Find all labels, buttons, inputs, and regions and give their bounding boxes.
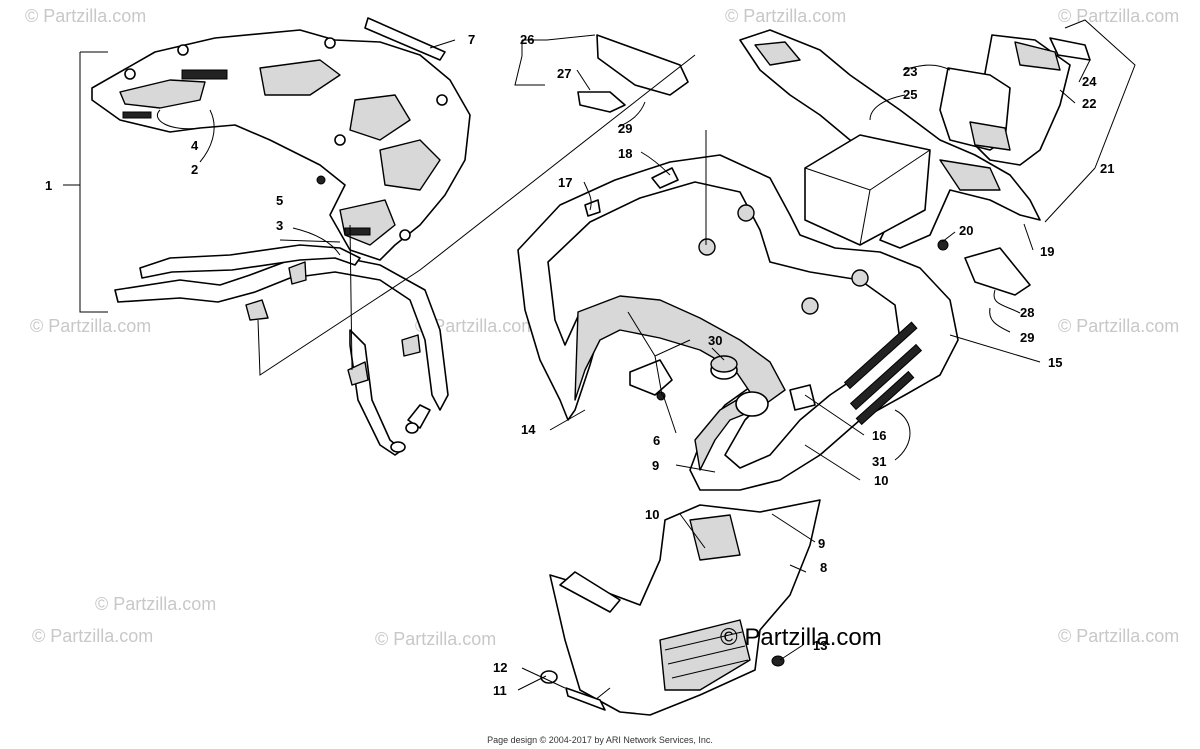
- watermark: © Partzilla.com: [95, 594, 216, 614]
- callout-28: 28: [1020, 305, 1034, 320]
- rack-strip[interactable]: [364, 17, 446, 61]
- watermark: © Partzilla.com: [25, 6, 146, 26]
- rear-fender[interactable]: [517, 154, 959, 491]
- watermark: © Partzilla.com: [415, 316, 536, 336]
- callout-7: 7: [468, 32, 475, 47]
- watermark: © Partzilla.com: [1058, 6, 1179, 26]
- side-latch[interactable]: [964, 247, 1031, 296]
- callout-16: 16: [872, 428, 886, 443]
- watermark: © Partzilla.com: [1058, 626, 1179, 646]
- rear-bumper-tube[interactable]: [114, 244, 449, 456]
- storage-lid[interactable]: [939, 34, 1091, 166]
- callout-26: 26: [520, 32, 534, 47]
- latch-clip[interactable]: [577, 91, 626, 113]
- callout-17: 17: [558, 175, 572, 190]
- callout-22: 22: [1082, 96, 1096, 111]
- footwell-panel[interactable]: [549, 499, 821, 716]
- callout-3: 3: [276, 218, 283, 233]
- callout-20: 20: [959, 223, 973, 238]
- watermark: © Partzilla.com: [725, 6, 846, 26]
- callout-19: 19: [1040, 244, 1054, 259]
- screw[interactable]: [937, 239, 949, 251]
- footer-copyright: Page design © 2004-2017 by ARI Network S…: [487, 735, 713, 745]
- latch-bracket[interactable]: [596, 34, 689, 96]
- callout-9-lower: 9: [818, 536, 825, 551]
- watermark: © Partzilla.com: [375, 629, 496, 649]
- callout-24: 24: [1082, 74, 1097, 89]
- partzilla-logo-watermark: © Partzilla.com: [720, 624, 882, 651]
- callout-4: 4: [191, 138, 199, 153]
- callout-18: 18: [618, 146, 632, 161]
- rear-rack[interactable]: [91, 29, 471, 261]
- callout-27: 27: [557, 66, 571, 81]
- clip-bracket[interactable]: [565, 687, 606, 711]
- bracket-hardware[interactable]: [629, 359, 673, 396]
- callout-5: 5: [276, 193, 283, 208]
- grommet[interactable]: [771, 655, 785, 667]
- partzilla-watermark-text: © Partzilla.com: [720, 624, 882, 651]
- leader-lines: [63, 19, 1136, 691]
- callout-29-upper: 29: [618, 121, 632, 136]
- callout-8: 8: [820, 560, 827, 575]
- callout-12: 12: [493, 660, 507, 675]
- watermark: © Partzilla.com: [32, 626, 153, 646]
- watermark-layer: © Partzilla.com © Partzilla.com © Partzi…: [25, 6, 1179, 649]
- callout-14: 14: [521, 422, 536, 437]
- callout-10-upper: 10: [874, 473, 888, 488]
- callout-11: 11: [493, 683, 507, 698]
- callout-9-upper: 9: [652, 458, 659, 473]
- callout-25: 25: [903, 87, 917, 102]
- storage-box-assembly[interactable]: [739, 29, 1041, 249]
- callout-2: 2: [191, 162, 198, 177]
- callout-1: 1: [45, 178, 52, 193]
- fuel-cap[interactable]: [710, 355, 738, 380]
- callout-30: 30: [708, 333, 722, 348]
- callout-31: 31: [872, 454, 886, 469]
- watermark: © Partzilla.com: [30, 316, 151, 336]
- callout-21: 21: [1100, 161, 1114, 176]
- callout-13: 13: [813, 638, 827, 653]
- callout-23: 23: [903, 64, 917, 79]
- callout-10-lower: 10: [645, 507, 659, 522]
- callout-15: 15: [1048, 355, 1062, 370]
- callout-29-lower: 29: [1020, 330, 1034, 345]
- watermark: © Partzilla.com: [1058, 316, 1179, 336]
- callout-labels: 1 2 3 4 5 6 7 8 9 9 10 10 11 12 13 14 15…: [45, 32, 1114, 698]
- callout-6: 6: [653, 433, 660, 448]
- screw[interactable]: [316, 175, 326, 185]
